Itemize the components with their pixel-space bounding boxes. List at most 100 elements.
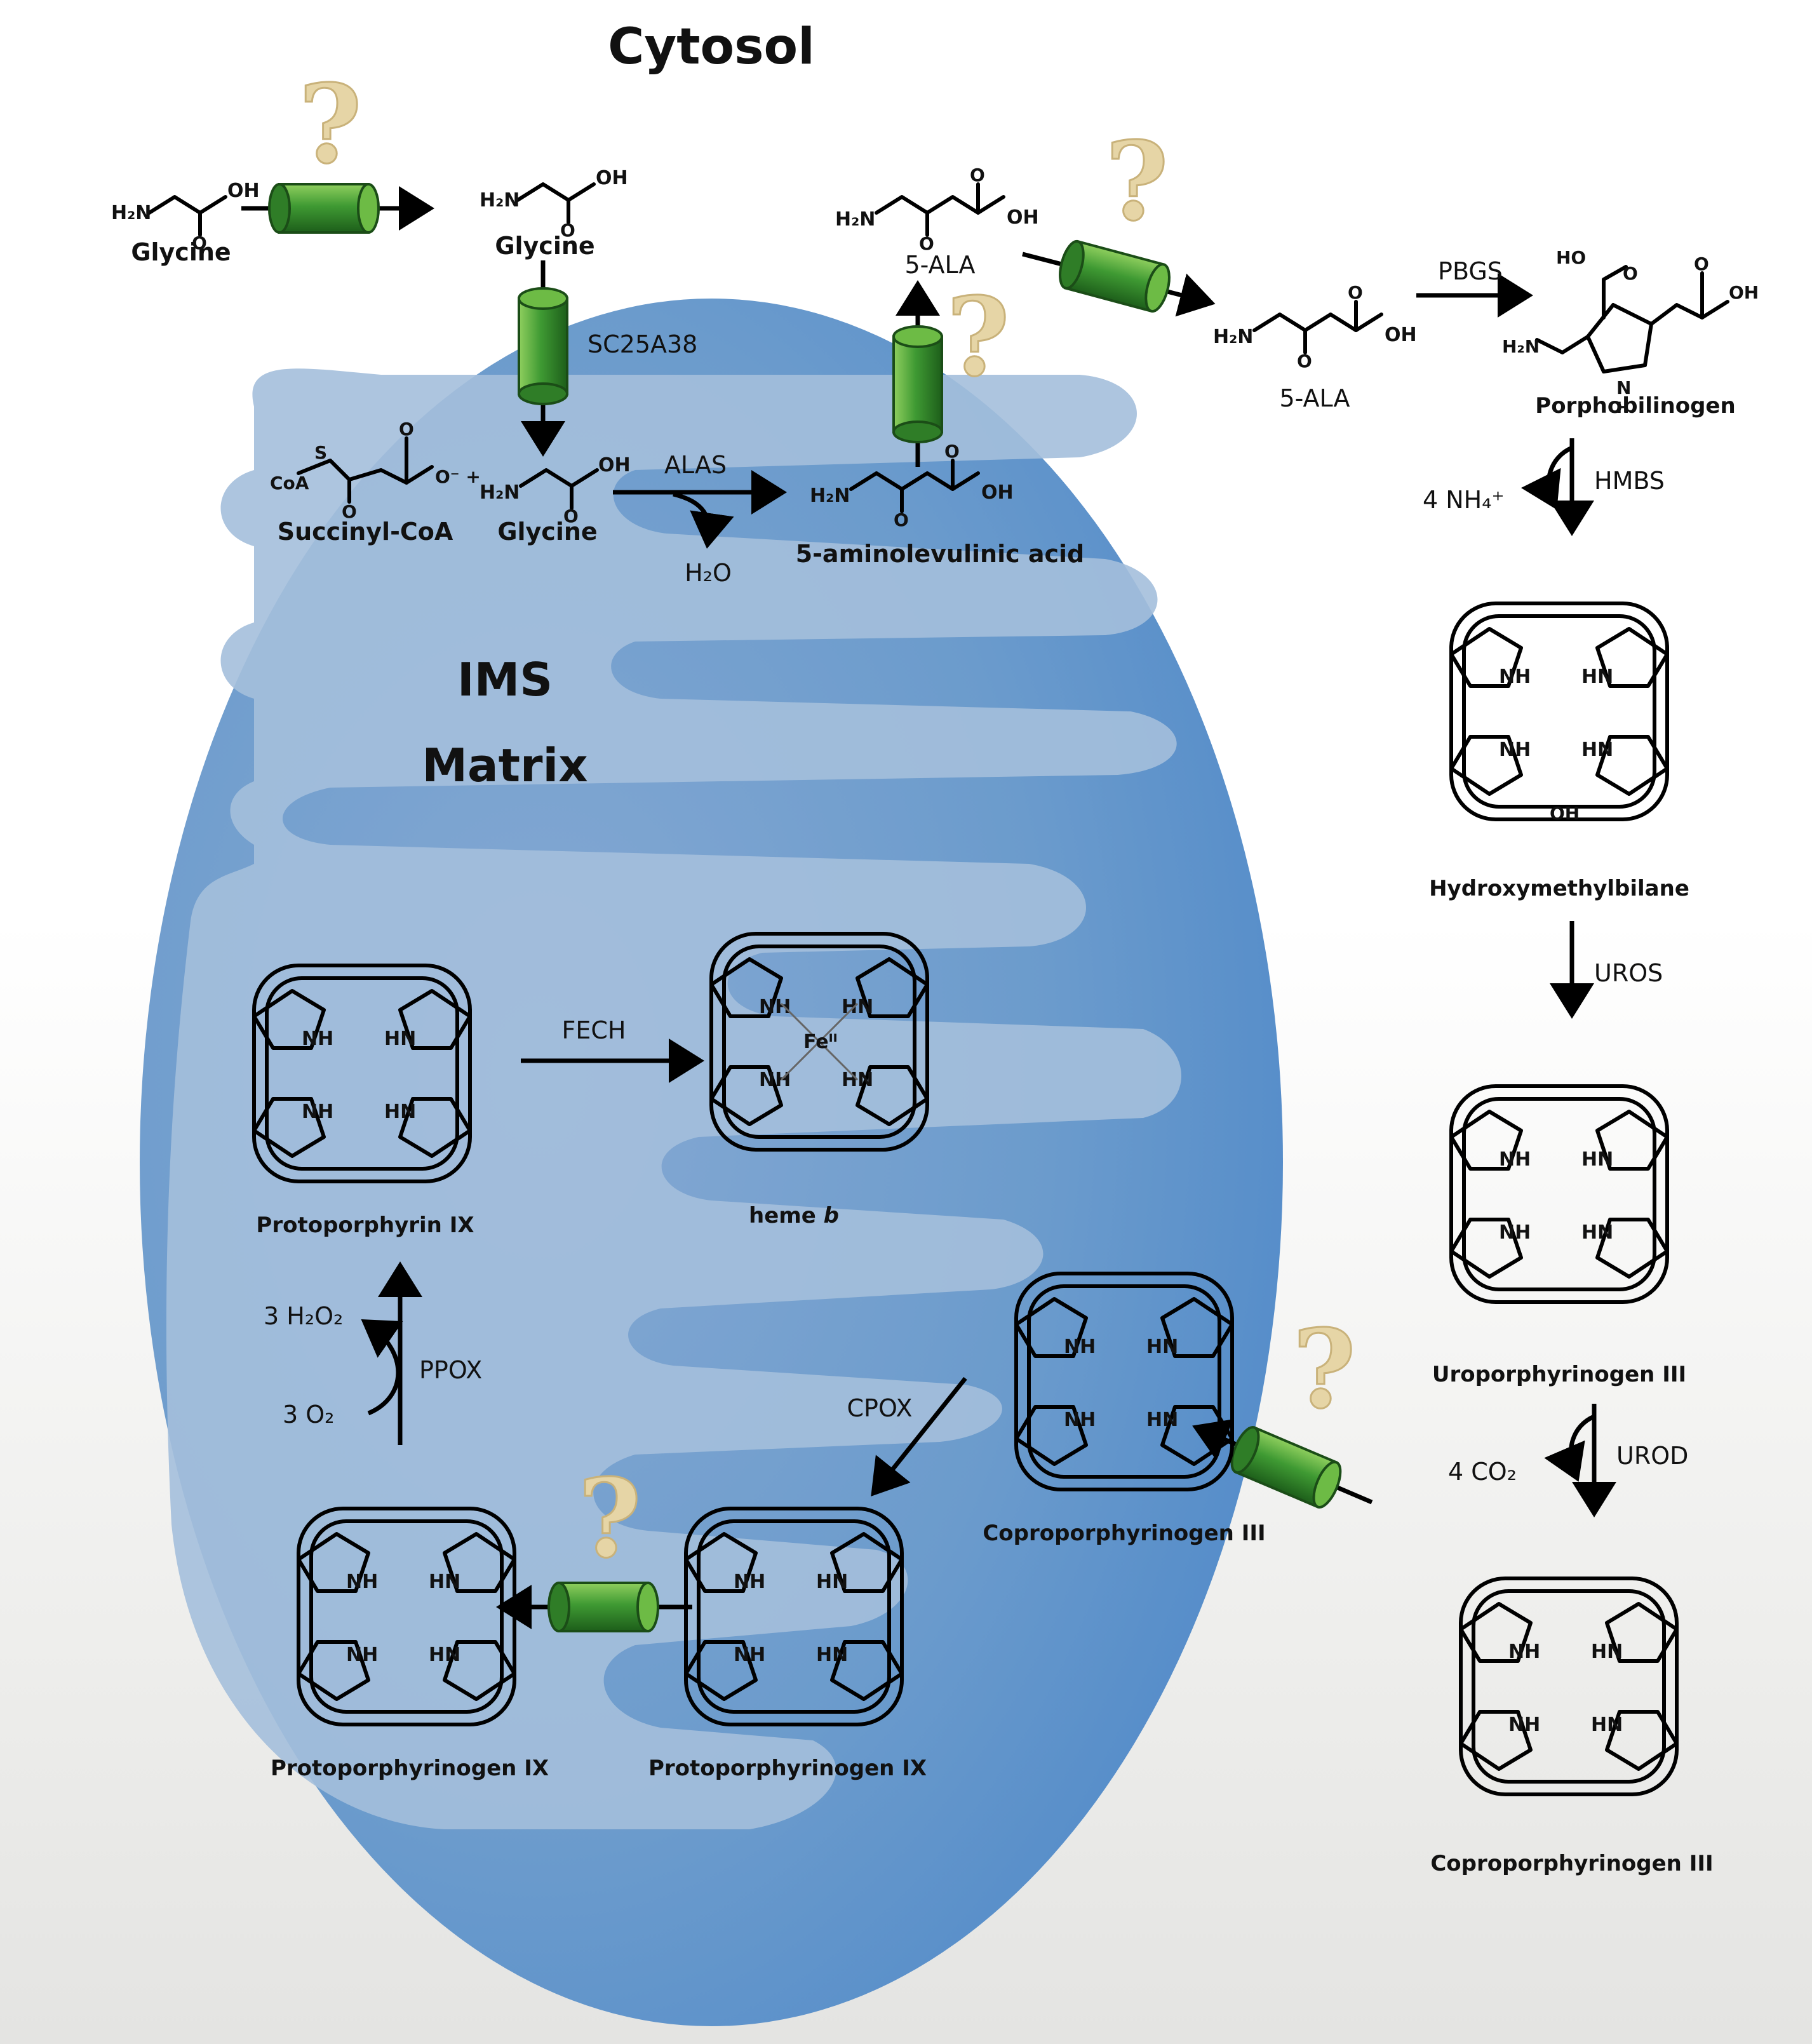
cpox-label: CPOX (847, 1394, 913, 1422)
svg-text:O: O (563, 506, 579, 527)
aminolevulinic-acid-structure-ims: H₂N O O OH (835, 165, 1039, 254)
water-release-arrow (673, 492, 734, 549)
ala-inner-transporter (892, 325, 943, 443)
sc25a38-transporter (518, 287, 568, 405)
svg-text:O: O (944, 441, 960, 462)
svg-text:O: O (1623, 263, 1638, 284)
porphobilinogen-label: Porphobilinogen (1535, 393, 1735, 419)
svg-text:O: O (192, 232, 207, 253)
succinyl-coa-label: Succinyl-CoA (278, 518, 453, 546)
aminolevulinic-acid-structure-cytosol: H₂N O O OH (1213, 282, 1417, 372)
question-mark-coproporphyrinogen-transporter: ? (1292, 1306, 1356, 1433)
svg-text:CoA: CoA (270, 473, 309, 494)
coproporphyrinogen-ims-label: Coproporphyrinogen III (983, 1521, 1265, 1546)
heme-b-label: heme b (749, 1203, 839, 1228)
coproporphyrinogen-cytosol-label: Coproporphyrinogen III (1430, 1851, 1713, 1876)
glycine-structure-ims: H₂N OH O (480, 167, 628, 241)
peroxide-label: 3 H₂O₂ (264, 1302, 343, 1330)
svg-text:Feᴵᴵ: Feᴵᴵ (803, 1031, 838, 1053)
svg-text:OH: OH (598, 454, 631, 476)
question-mark-protoporphyrinogen-transporter: ? (578, 1455, 641, 1582)
svg-text:H₂N: H₂N (835, 208, 875, 231)
fech-label: FECH (562, 1016, 626, 1044)
mitochondria-label: Mitochondria (565, 96, 822, 158)
svg-text:OH: OH (1385, 324, 1417, 346)
svg-text:O: O (399, 419, 414, 440)
svg-text:O: O (560, 220, 575, 241)
hydroxymethylbilane-label: Hydroxymethylbilane (1429, 876, 1689, 901)
uroporphyrinogen-structure (1451, 1086, 1667, 1302)
ala-cytosol-label: 5-ALA (1279, 384, 1350, 412)
svg-text:OH: OH (1729, 282, 1759, 303)
matrix-label: Matrix (422, 739, 587, 792)
protoporphyrinogen-transporter (547, 1582, 659, 1632)
svg-text:OH: OH (596, 167, 628, 189)
svg-text:O: O (1348, 282, 1363, 303)
glycine-matrix-label: Glycine (497, 518, 597, 546)
svg-text:OH: OH (1550, 803, 1580, 824)
protoporphyrinogen-ims-label: Protoporphyrinogen IX (648, 1756, 927, 1781)
aminolevulinic-acid-label: 5-aminolevulinic acid (796, 540, 1085, 568)
carbon-dioxide-label: 4 CO₂ (1448, 1458, 1517, 1486)
heme-b-structure: Feᴵᴵ (711, 934, 927, 1150)
svg-text:OH: OH (227, 180, 260, 202)
glycine-structure-cytosol: H₂N OH O (111, 180, 260, 253)
protoporphyrin-label: Protoporphyrin IX (256, 1213, 474, 1238)
svg-text:H₂N: H₂N (1502, 336, 1540, 357)
porphobilinogen-structure: HO O O OH H₂N N H (1502, 247, 1759, 417)
coproporphyrinogen-structure-cytosol (1461, 1578, 1677, 1794)
water-label: H₂O (685, 559, 732, 587)
question-mark-ala-outer-transporter: ? (1105, 118, 1169, 245)
ala-outer-transporter (1054, 238, 1175, 315)
protoporphyrinogen-matrix-label: Protoporphyrinogen IX (271, 1756, 549, 1781)
svg-text:H₂N: H₂N (480, 481, 520, 504)
heme-b-label-text: heme (749, 1203, 824, 1228)
glycine-transporter (268, 183, 380, 234)
svg-text:H₂N: H₂N (480, 189, 520, 212)
svg-text:OH: OH (1007, 206, 1039, 229)
coproporphyrinogen-transporter (1226, 1423, 1346, 1510)
svg-text:O: O (1694, 253, 1709, 274)
svg-text:O: O (894, 509, 909, 530)
svg-text:O: O (342, 501, 357, 522)
sc25a38-label: SC25A38 (587, 330, 697, 358)
svg-text:O: O (919, 233, 934, 254)
glycine-structure-matrix: H₂N OH O (480, 454, 631, 527)
alas-label: ALAS (664, 451, 727, 479)
svg-text:O: O (970, 165, 985, 185)
ims-label: IMS (457, 653, 553, 706)
urod-label: UROD (1616, 1442, 1688, 1470)
inner-membrane-cristae (166, 368, 1182, 1829)
svg-text:H₂N: H₂N (1213, 326, 1253, 348)
question-mark-ala-inner-transporter: ? (946, 274, 1010, 401)
cytosol-label: Cytosol (608, 18, 815, 76)
uroporphyrinogen-label: Uroporphyrinogen III (1432, 1362, 1686, 1387)
oxygen-label: 3 O₂ (283, 1401, 334, 1429)
question-mark-glycine-transporter: ? (299, 61, 362, 188)
succinyl-coa-structure: CoA S O O O⁻ + (270, 419, 481, 522)
svg-text:O: O (1297, 351, 1312, 372)
svg-text:N: N (1616, 377, 1631, 398)
svg-text:OH: OH (981, 481, 1014, 504)
svg-text:S: S (314, 442, 327, 463)
ammonium-release-arrow (1520, 445, 1573, 510)
ala-ims-label: 5-ALA (904, 251, 975, 279)
svg-text:O⁻ +: O⁻ + (435, 466, 481, 487)
aminolevulinic-acid-structure-matrix: H₂N O O OH (810, 441, 1014, 530)
svg-text:H₂N: H₂N (810, 485, 850, 507)
ammonium-label: 4 NH₄⁺ (1423, 486, 1505, 514)
carbon-dioxide-release-arrow (1544, 1414, 1595, 1482)
hydroxymethylbilane-structure: OH (1451, 603, 1667, 824)
heme-b-label-italic: b (824, 1203, 839, 1228)
ppox-label: PPOX (419, 1356, 482, 1384)
cpox-reaction-arrow (871, 1376, 967, 1496)
hmbs-label: HMBS (1594, 467, 1665, 495)
svg-text:HO: HO (1556, 247, 1586, 268)
oxygen-peroxide-arc (361, 1319, 403, 1416)
svg-text:H: H (1616, 399, 1629, 417)
glycine-ims-label: Glycine (495, 232, 594, 260)
pbgs-label: PBGS (1438, 257, 1503, 285)
uros-label: UROS (1594, 959, 1663, 987)
svg-text:H₂N: H₂N (111, 202, 151, 224)
